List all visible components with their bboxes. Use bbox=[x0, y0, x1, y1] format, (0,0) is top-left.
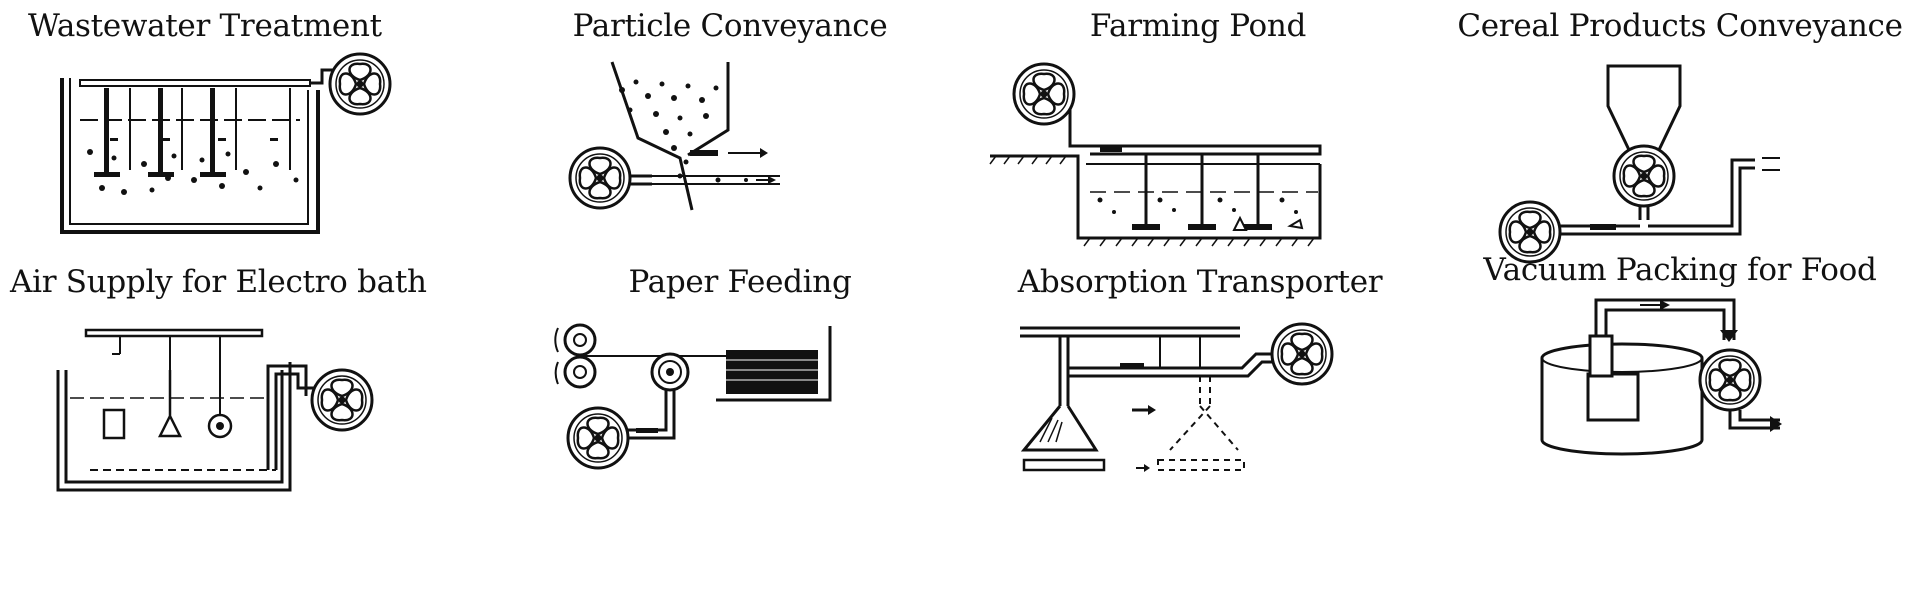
panel-paper: Paper Feeding bbox=[480, 264, 960, 590]
panel-title: Particle Conveyance bbox=[572, 8, 888, 44]
wastewater-illustration bbox=[50, 52, 392, 240]
panel-title: Paper Feeding bbox=[628, 264, 852, 300]
paper-illustration bbox=[540, 310, 900, 470]
panel-particle: Particle Conveyance bbox=[480, 0, 960, 290]
panel-absorption: Absorption Transporter bbox=[960, 264, 1440, 590]
panel-title: Vacuum Packing for Food bbox=[1483, 252, 1877, 288]
pond-illustration bbox=[990, 62, 1370, 260]
vacuum-illustration bbox=[1440, 300, 1782, 570]
panel-electro: Air Supply for Electro bath bbox=[0, 264, 480, 590]
absorption-illustration bbox=[1020, 322, 1334, 472]
panel-title: Wastewater Treatment bbox=[28, 8, 382, 44]
panel-title: Farming Pond bbox=[1089, 8, 1307, 44]
panel-pond: Farming Pond bbox=[960, 0, 1440, 290]
particle-illustration bbox=[568, 60, 780, 260]
panel-title: Cereal Products Conveyance bbox=[1457, 8, 1903, 44]
panel-title: Air Supply for Electro bath bbox=[10, 264, 427, 300]
panel-wastewater: Wastewater Treatment bbox=[0, 0, 480, 290]
cereal-illustration bbox=[1498, 60, 1780, 264]
panel-title: Absorption Transporter bbox=[1017, 264, 1383, 300]
panel-cereal: Cereal Products Conveyance bbox=[1440, 0, 1920, 290]
panel-vacuum: Vacuum Packing for Food bbox=[1440, 252, 1920, 590]
electro-illustration bbox=[50, 320, 374, 500]
